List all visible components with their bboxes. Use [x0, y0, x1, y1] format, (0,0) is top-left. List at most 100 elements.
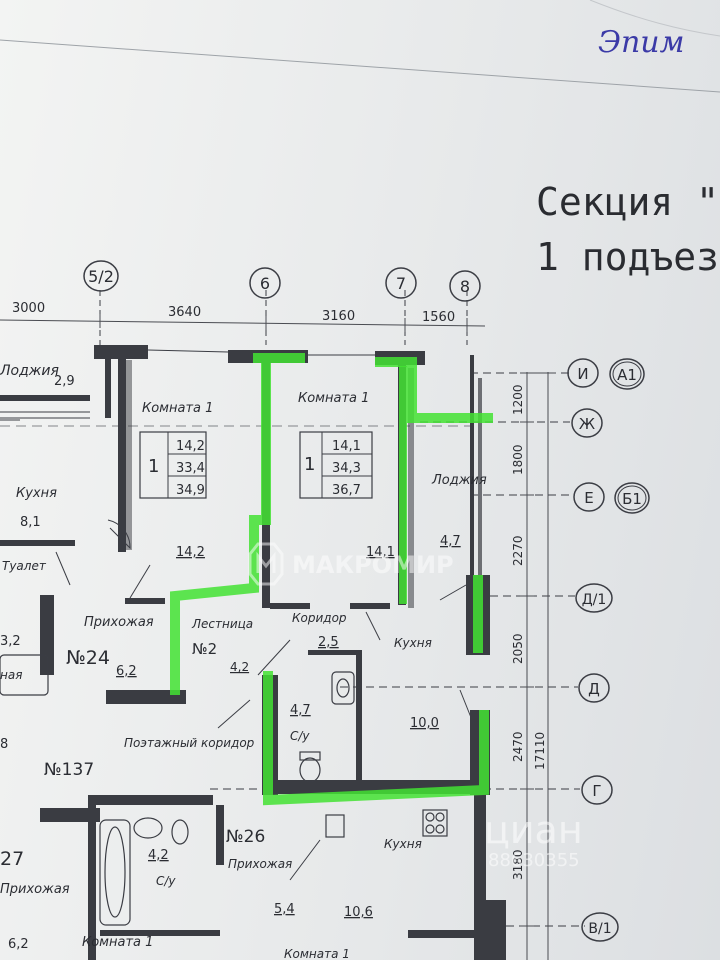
dimension-line-top: 3000 3640 3160 1560: [0, 301, 486, 332]
apartment-highlight-outline: [170, 353, 493, 806]
wc-area: 4,2: [148, 848, 169, 863]
axis-label: 7: [396, 274, 406, 293]
axis-marker-b1: Б1: [614, 482, 650, 514]
room-table-apt-b: 1 14,1 34,3 36,7: [299, 431, 373, 499]
room-labels-left: Лоджия 2,9 Кухня 8,1 Туалет 3,2 Прихожая…: [0, 363, 154, 952]
window-ticks: [0, 349, 375, 421]
landing-area: 4,2: [230, 660, 249, 674]
room-area: 14,1: [366, 545, 395, 560]
axis-label: 5/2: [88, 267, 114, 286]
room-labels-apt-b: Комната 1 14,1 Лоджия 4,7 Коридор 2,5 Ку…: [290, 391, 487, 743]
room-label: ная: [0, 668, 22, 682]
dimension-total-label: 17110: [533, 732, 547, 770]
stair-label: Лестница: [191, 617, 253, 631]
makromir-logo-icon: [248, 542, 284, 586]
corridor-label: Коридор: [292, 611, 347, 625]
paper-fold-line: [0, 39, 720, 93]
axis-marker-5-2: 5/2: [83, 260, 119, 292]
rooms-count: 1: [148, 456, 159, 477]
room-label: Туалет: [2, 559, 47, 573]
apartment-number: №24: [66, 647, 110, 669]
axis-marker-zh: Ж: [571, 408, 603, 438]
loggia-label: Лоджия: [431, 473, 487, 488]
total-area-loggia: 36,7: [332, 483, 361, 498]
axis-label: Д/1: [582, 592, 607, 608]
other-area: 5,4: [274, 902, 295, 917]
axis-label: Б1: [622, 490, 642, 508]
axis-marker-8: 8: [449, 270, 481, 302]
watermark-makromir: МАКРОМИР: [248, 542, 454, 586]
room-label: Лоджия: [0, 363, 59, 379]
dimension-label: 3640: [168, 305, 201, 320]
entrance-title: 1 подъез: [536, 235, 719, 279]
wc-area: 4,7: [290, 703, 311, 718]
area-value: 8,1: [20, 515, 41, 530]
room-label: Комната 1: [284, 947, 350, 960]
axis-label: И: [577, 365, 588, 383]
area-value: 8: [0, 737, 8, 752]
loggia-area: 4,7: [440, 534, 461, 549]
axis-marker-e: Е: [573, 482, 605, 512]
room-label: Комната 1: [142, 401, 213, 416]
watermark-text: циан: [484, 808, 583, 852]
axis-label: Г: [592, 782, 601, 800]
axis-marker-7: 7: [385, 267, 417, 299]
wc-label: С/у: [156, 874, 176, 888]
dimension-label: 1800: [511, 444, 525, 475]
axis-marker-d1: Д/1: [575, 583, 613, 613]
room-area: 14,2: [176, 545, 205, 560]
axis-label: 6: [260, 274, 270, 293]
door-swings: [55, 519, 481, 881]
kitchen-area: 10,0: [410, 716, 439, 731]
room-label: Комната 1: [82, 935, 153, 950]
axis-marker-i: И: [567, 358, 599, 388]
section-title: Секция ": [536, 180, 719, 224]
axis-label: Е: [584, 489, 593, 507]
axis-label: 8: [460, 277, 470, 296]
axis-markers-right: И А1 Ж Е Б1 Д/1 Д Г: [567, 358, 650, 942]
dimension-label: 3000: [12, 301, 45, 316]
axis-label: Д: [588, 680, 600, 698]
axis-label: Ж: [579, 415, 595, 433]
kitchen-area: 10,6: [344, 905, 373, 920]
area-value: 6,2: [8, 937, 29, 952]
dimension-label: 1560: [422, 310, 455, 325]
room-label: Кухня: [16, 486, 57, 501]
room-table-apt-a: 1 14,2 33,4 34,9: [139, 431, 207, 499]
room-label: Прихожая: [0, 882, 70, 897]
axis-marker-d: Д: [578, 673, 610, 703]
dimension-label: 1200: [511, 384, 525, 415]
apartment-number-lower: 27: [0, 848, 24, 870]
dimension-label: 2270: [511, 535, 525, 566]
axis-marker-g: Г: [581, 775, 613, 805]
living-area: 14,1: [332, 439, 361, 454]
wc-label: С/у: [290, 729, 310, 743]
rooms-count: 1: [304, 454, 315, 475]
corridor-area: 2,5: [318, 635, 339, 650]
hall-area: 6,2: [116, 664, 137, 679]
axis-markers-top: 5/2 6 7 8: [83, 260, 481, 345]
axis-label: В/1: [588, 921, 611, 937]
watermark-cian: циан 88630355: [484, 808, 583, 871]
living-area: 14,2: [176, 439, 205, 454]
dimension-chain-right: 1200 1800 2270 2050 2470 3180 17110: [511, 372, 556, 960]
area-value: 2,9: [54, 374, 75, 389]
room-label: Прихожая: [84, 615, 154, 630]
dimension-label: 2050: [511, 633, 525, 664]
room-label: Комната 1: [298, 391, 369, 406]
total-area-loggia: 34,9: [176, 483, 205, 498]
watermark-text: МАКРОМИР: [292, 551, 454, 579]
axis-marker-6: 6: [249, 267, 281, 299]
stair-labels: Лестница №2 4,2 Поэтажный коридор №137: [44, 617, 255, 780]
kitchen-label: Кухня: [394, 636, 432, 650]
corridor-number: №137: [44, 760, 94, 780]
axis-marker-a1: А1: [609, 358, 645, 390]
floor-corridor-label: Поэтажный коридор: [124, 736, 255, 750]
stair-number: №2: [192, 640, 217, 658]
dimension-label: 3180: [511, 849, 525, 880]
axis-marker-v1: В/1: [581, 912, 619, 942]
dimension-label: 2470: [511, 731, 525, 762]
plumbing-fixtures: [0, 654, 448, 926]
total-area: 33,4: [176, 461, 205, 476]
total-area: 34,3: [332, 461, 361, 476]
